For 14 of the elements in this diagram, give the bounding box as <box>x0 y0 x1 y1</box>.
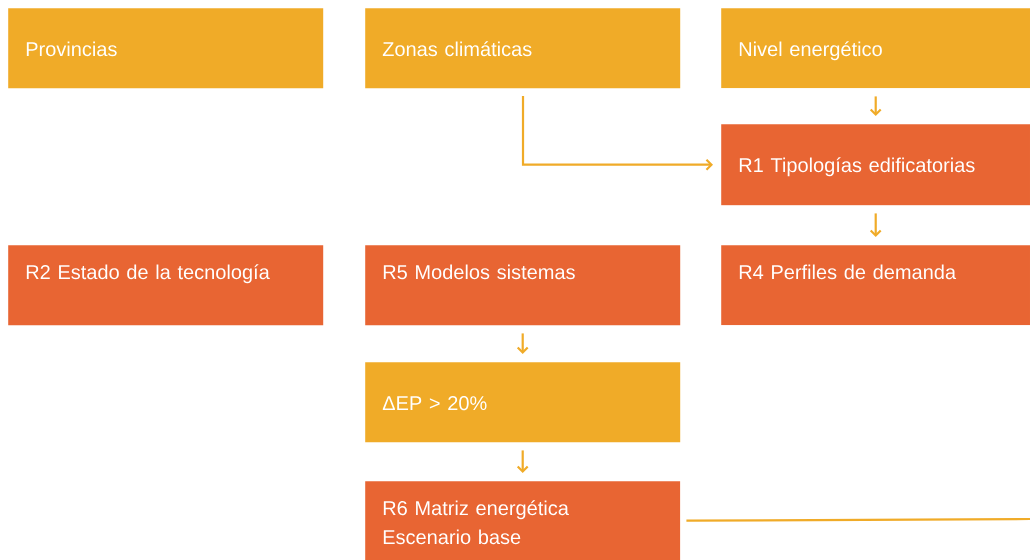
process-box: R1 Tipologías edificatorias <box>721 124 1030 206</box>
process-box: R2 Estado de la tecnología <box>8 245 324 326</box>
process-box: ΔEP > 20% <box>365 362 681 443</box>
process-box: R4 Perfiles de demanda <box>721 245 1030 326</box>
process-box: Zonas climáticas <box>365 8 681 89</box>
process-box: Nivel energético <box>721 8 1030 89</box>
arrow <box>869 213 882 237</box>
arrow <box>869 96 882 116</box>
arrow <box>516 450 529 473</box>
arrow <box>521 96 713 171</box>
process-box: Provincias <box>8 8 324 89</box>
process-box: R5 Modelos sistemas <box>365 245 681 326</box>
process-box: R6 Matriz energética Escenario base <box>365 481 681 560</box>
arrow <box>516 333 529 354</box>
